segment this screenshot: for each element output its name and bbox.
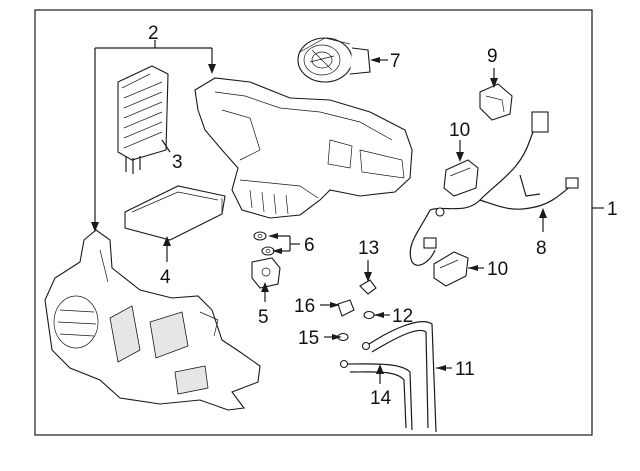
callout-2: 2 <box>148 23 159 44</box>
callout-10-lower: 10 <box>487 259 508 280</box>
leader-lines <box>91 40 604 384</box>
actuator-lower <box>433 251 469 287</box>
callout-7: 7 <box>390 51 401 72</box>
lower-case <box>44 229 261 411</box>
tubes <box>339 321 437 433</box>
blower-motor <box>297 37 371 83</box>
cabin-filter <box>124 185 226 241</box>
callout-5: 5 <box>258 307 269 328</box>
connector <box>479 83 513 121</box>
clip <box>359 279 377 295</box>
actuator-small <box>251 257 281 289</box>
callout-11: 11 <box>455 359 475 380</box>
callout-14: 14 <box>370 388 392 409</box>
callout-16: 16 <box>294 296 315 317</box>
actuator-upper <box>443 159 479 197</box>
small-fittings <box>337 299 375 342</box>
callout-12: 12 <box>392 306 413 327</box>
callout-6: 6 <box>304 235 315 256</box>
callout-10-upper: 10 <box>449 120 470 141</box>
diagram-frame <box>34 9 593 436</box>
upper-case <box>194 77 413 219</box>
callout-15: 15 <box>298 328 319 349</box>
callout-1: 1 <box>607 199 618 220</box>
grommets <box>253 231 275 256</box>
callout-13: 13 <box>358 238 379 259</box>
callout-4: 4 <box>160 267 171 288</box>
callout-8: 8 <box>536 238 547 259</box>
callout-3: 3 <box>172 152 183 173</box>
callout-9: 9 <box>487 46 498 67</box>
wiring-harness <box>409 111 579 266</box>
heater-core <box>117 65 169 174</box>
